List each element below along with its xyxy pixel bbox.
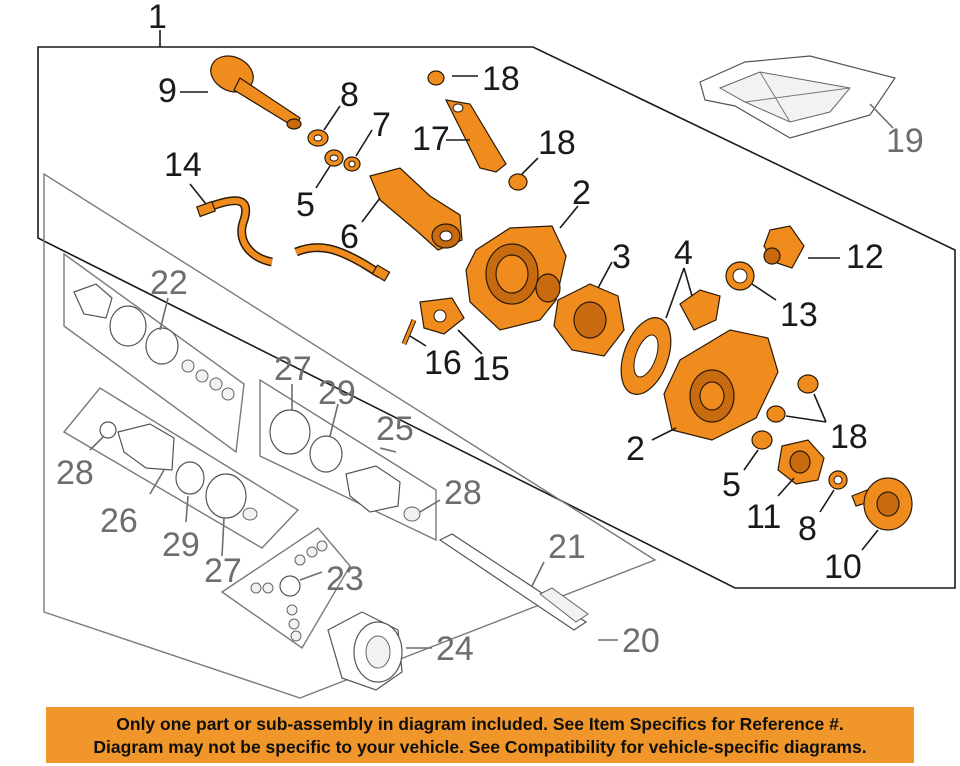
callout-27a: 27 — [204, 552, 242, 590]
differential-case-3 — [553, 283, 625, 357]
seal-7 — [343, 156, 361, 172]
callout-17: 17 — [412, 120, 450, 158]
notice-line-2: Diagram may not be specific to your vehi… — [93, 737, 867, 757]
seal-8-lower — [828, 470, 848, 490]
callout-3: 3 — [612, 238, 631, 276]
callout-25: 25 — [376, 410, 414, 448]
bushing-18-lower — [766, 374, 819, 423]
callout-22: 22 — [150, 264, 188, 302]
callout-27b: 27 — [274, 350, 312, 388]
callout-6: 6 — [340, 218, 359, 256]
pinion-yoke-12 — [763, 225, 805, 269]
callout-19: 19 — [886, 122, 924, 160]
differential-carrier-lower-2 — [663, 329, 779, 441]
vent-tube — [294, 243, 391, 282]
kit-frame-23 — [220, 527, 351, 650]
callout-2a: 2 — [572, 174, 591, 212]
callout-15: 15 — [472, 350, 510, 388]
kit-frame-22 — [63, 252, 245, 454]
boot-kit-26 — [99, 421, 258, 521]
seal-8 — [307, 129, 329, 147]
notice-banner: Only one part or sub-assembly in diagram… — [46, 707, 914, 763]
kit-frame-26 — [62, 387, 300, 549]
sensor-16 — [401, 319, 417, 345]
inner-joint-kit-25 — [269, 409, 421, 522]
callout-29b: 29 — [318, 374, 356, 412]
bearing-5 — [324, 149, 344, 167]
axle-tube-6 — [369, 167, 463, 251]
differential-carrier-upper-2 — [465, 225, 567, 331]
callout-18a: 18 — [482, 60, 520, 98]
callout-18c: 18 — [830, 418, 868, 456]
callout-9: 9 — [158, 72, 177, 110]
callout-24: 24 — [436, 630, 474, 668]
callout-26: 26 — [100, 502, 138, 540]
callout-1: 1 — [148, 0, 167, 36]
callout-29a: 29 — [162, 526, 200, 564]
callout-13: 13 — [780, 296, 818, 334]
callout-10: 10 — [824, 548, 862, 586]
skid-plate — [699, 55, 896, 139]
callout-28b: 28 — [444, 474, 482, 512]
callout-16: 16 — [424, 344, 462, 382]
callout-20: 20 — [622, 622, 660, 660]
callout-11: 11 — [746, 498, 781, 536]
callout-7: 7 — [372, 106, 391, 144]
callout-4: 4 — [674, 234, 693, 272]
callout-5a: 5 — [296, 186, 315, 224]
ring-and-pinion-4 — [620, 289, 721, 395]
notice-line-1: Only one part or sub-assembly in diagram… — [116, 714, 844, 734]
tripod-kit-23 — [250, 540, 328, 642]
outer-cv-joint-22 — [73, 283, 235, 401]
half-shaft-21 — [438, 533, 589, 631]
pinion-seal-13 — [725, 261, 755, 291]
bearing-5-lower — [751, 430, 773, 450]
callout-21: 21 — [548, 528, 586, 566]
callout-5b: 5 — [722, 466, 741, 504]
axle-shaft-9 — [210, 55, 302, 130]
housing-11 — [777, 439, 825, 485]
callout-14: 14 — [164, 146, 202, 184]
callout-18b: 18 — [538, 124, 576, 162]
cover-plate-15 — [419, 297, 465, 335]
kit-frame-25 — [259, 378, 437, 542]
callout-8a: 8 — [340, 76, 359, 114]
callout-28a: 28 — [56, 454, 94, 492]
callout-23: 23 — [326, 560, 364, 598]
vent-hose-14 — [196, 196, 274, 267]
callout-8b: 8 — [798, 510, 817, 548]
stub-shaft-10 — [851, 477, 913, 531]
bracket-17 — [427, 70, 528, 191]
callout-2b: 2 — [626, 430, 645, 468]
assembly-frame-1 — [37, 46, 956, 589]
callout-12: 12 — [846, 238, 884, 276]
inner-housing-24 — [327, 611, 403, 691]
halfshaft-frame-20 — [43, 172, 657, 699]
